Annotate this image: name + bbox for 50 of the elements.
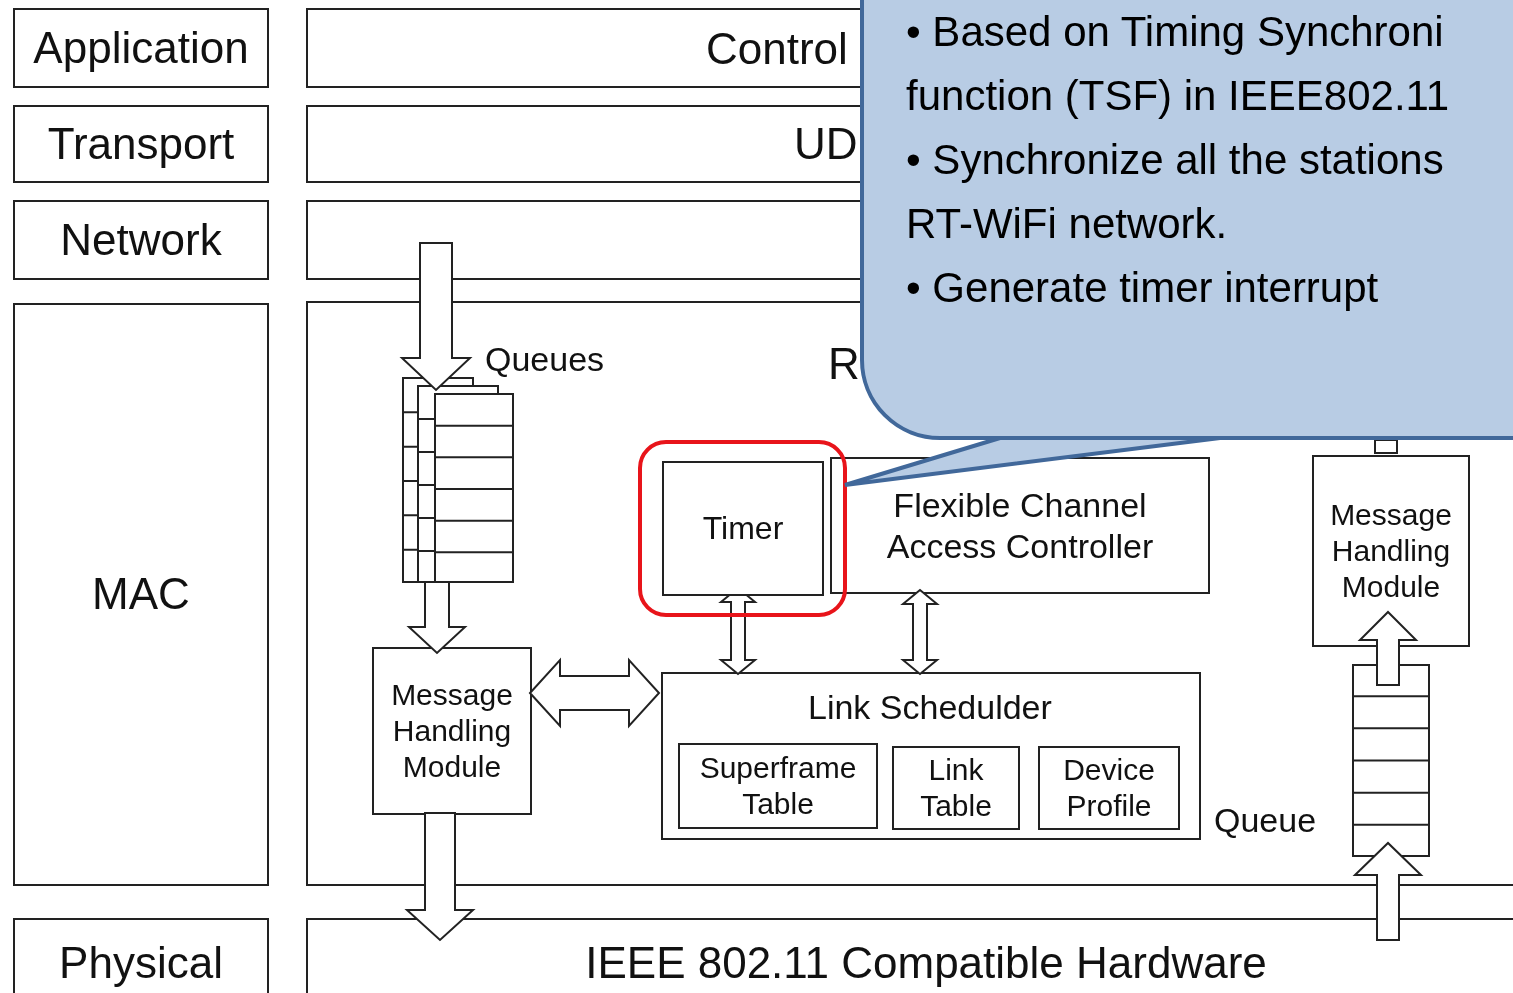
box-label: Device Profile bbox=[1062, 752, 1156, 824]
table-box bbox=[1038, 746, 1180, 830]
bullet-text: • Synchronize all the stations RT-WiFi network. bbox=[906, 135, 1445, 249]
protocol-band bbox=[306, 8, 862, 88]
layer-name: MAC bbox=[91, 568, 191, 621]
table-box bbox=[678, 743, 878, 829]
box-label: IEEE 802.11 Compatible Hardware bbox=[584, 936, 1268, 989]
box-label: Flexible Channel Access Controller bbox=[885, 484, 1155, 567]
module-title: Link Schedulder bbox=[808, 688, 1052, 727]
layer-name: Application bbox=[32, 21, 250, 74]
module-box bbox=[661, 672, 1201, 840]
layer-box bbox=[13, 200, 269, 280]
module-box bbox=[372, 647, 532, 815]
box-label: Timer bbox=[701, 509, 785, 548]
layer-name: R bbox=[828, 339, 860, 389]
box-label: Superframe Table bbox=[698, 750, 858, 822]
layer-box bbox=[13, 105, 269, 183]
block-arrow bbox=[404, 812, 476, 942]
protocol-band bbox=[306, 918, 1513, 993]
layer-box bbox=[13, 918, 269, 993]
queue-caption: Queue bbox=[1214, 801, 1317, 840]
double-block-arrow bbox=[900, 588, 940, 676]
layer-name: Transport bbox=[46, 117, 236, 170]
double-block-arrow bbox=[528, 657, 661, 729]
queue-caption: Queues bbox=[485, 340, 605, 379]
layer-box bbox=[13, 303, 269, 886]
box-label: Link Table bbox=[919, 752, 993, 824]
protocol-band bbox=[306, 105, 862, 183]
layer-name: UD bbox=[794, 119, 858, 169]
bullet-text: • Generate timer interrupt bbox=[906, 263, 1380, 313]
block-arrow bbox=[406, 581, 468, 655]
layer-name: Physical bbox=[58, 936, 224, 989]
queue-drawing bbox=[1352, 664, 1430, 857]
box-label: Message Handling Module bbox=[390, 677, 514, 785]
queue-stack-drawing bbox=[402, 377, 514, 584]
module-box bbox=[662, 461, 824, 596]
table-box bbox=[892, 746, 1020, 830]
block-arrow bbox=[1357, 610, 1419, 686]
highlight-frame bbox=[638, 440, 847, 617]
box-label: Message Handling Module bbox=[1329, 497, 1453, 605]
arrow-shaft bbox=[1374, 439, 1398, 454]
layer-box bbox=[13, 8, 269, 88]
protocol-band bbox=[306, 200, 862, 280]
layer-name: Control bbox=[706, 24, 848, 74]
module-box bbox=[830, 457, 1210, 594]
block-arrow bbox=[1352, 841, 1424, 941]
block-arrow bbox=[399, 242, 473, 392]
layer-name: Network bbox=[59, 213, 223, 266]
module-box bbox=[1312, 455, 1470, 647]
bullet-text: • Based on Timing Synchroni function (TSF) in IEEE802.11 bbox=[906, 7, 1451, 121]
